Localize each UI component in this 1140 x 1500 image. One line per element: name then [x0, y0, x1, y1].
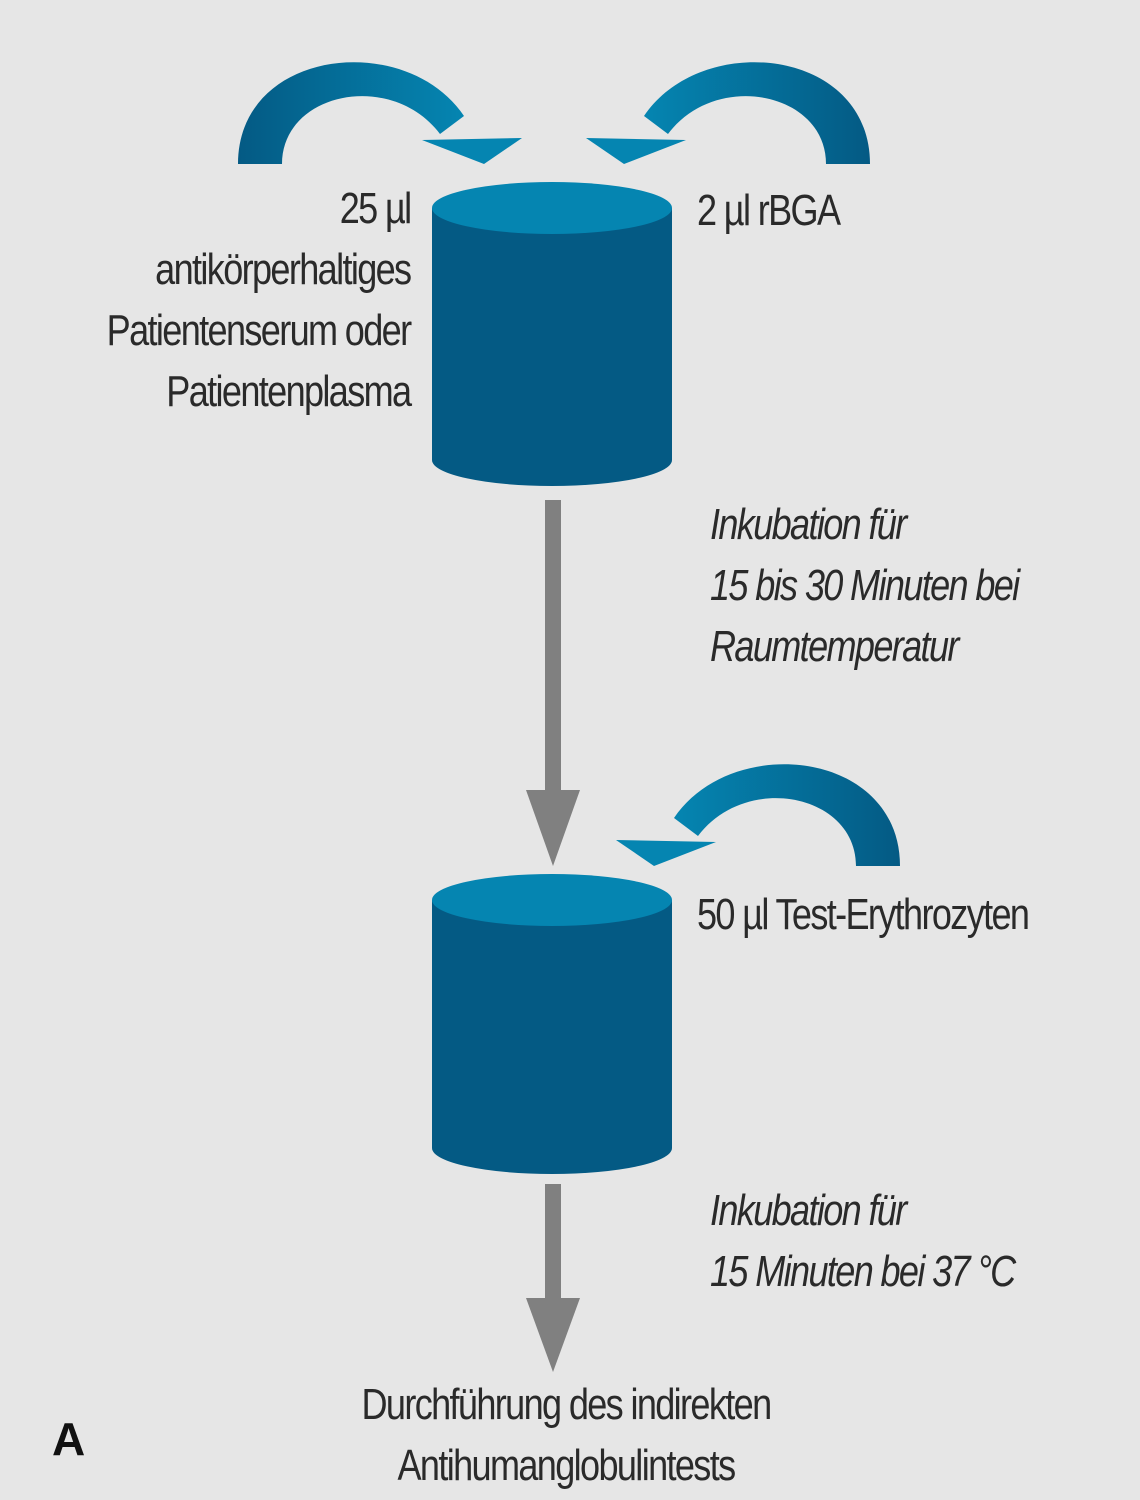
incubation-1-line-3: Raumtemperatur	[710, 622, 959, 671]
result-line-1: Durchführung des indirekten	[361, 1380, 772, 1429]
incubation-2-line-2: 15 Minuten bei 37 °C	[710, 1247, 1016, 1296]
flow-arrow-2-icon	[526, 1184, 580, 1372]
curved-arrow-erythrocytes-icon	[616, 764, 900, 866]
incubation-1-label: Inkubation für 15 bis 30 Minuten bei Rau…	[710, 494, 1020, 677]
incubation-1-line-1: Inkubation für	[710, 500, 907, 549]
rbga-label: 2 µl rBGA	[697, 180, 841, 241]
flow-arrow-1-icon	[526, 500, 580, 866]
panel-label: A	[52, 1413, 86, 1465]
result-label: Durchführung des indirekten Antihumanglo…	[320, 1374, 812, 1496]
incubation-1-line-2: 15 bis 30 Minuten bei	[710, 561, 1020, 610]
curved-arrow-rbga-icon	[586, 62, 870, 164]
serum-label-line-2: antikörperhaltiges	[154, 245, 412, 294]
rbga-label-text: 2 µl rBGA	[697, 186, 841, 235]
serum-label: 25 µl antikörperhaltiges Patientenserum …	[106, 178, 412, 422]
erythrocytes-label-text: 50 µl Test-Erythrozyten	[697, 890, 1030, 939]
result-line-2: Antihumanglobulintests	[397, 1441, 737, 1490]
serum-label-line-1: 25 µl	[339, 184, 411, 233]
serum-label-line-4: Patientenplasma	[165, 367, 412, 416]
incubation-2-label: Inkubation für 15 Minuten bei 37 °C	[710, 1180, 1016, 1302]
curved-arrow-serum-icon	[238, 62, 522, 164]
serum-label-line-3: Patientenserum oder	[106, 306, 411, 355]
tube-top-icon	[432, 182, 672, 486]
tube-bottom-icon	[432, 874, 672, 1174]
erythrocytes-label: 50 µl Test-Erythrozyten	[697, 884, 1030, 945]
incubation-2-line-1: Inkubation für	[710, 1186, 907, 1235]
